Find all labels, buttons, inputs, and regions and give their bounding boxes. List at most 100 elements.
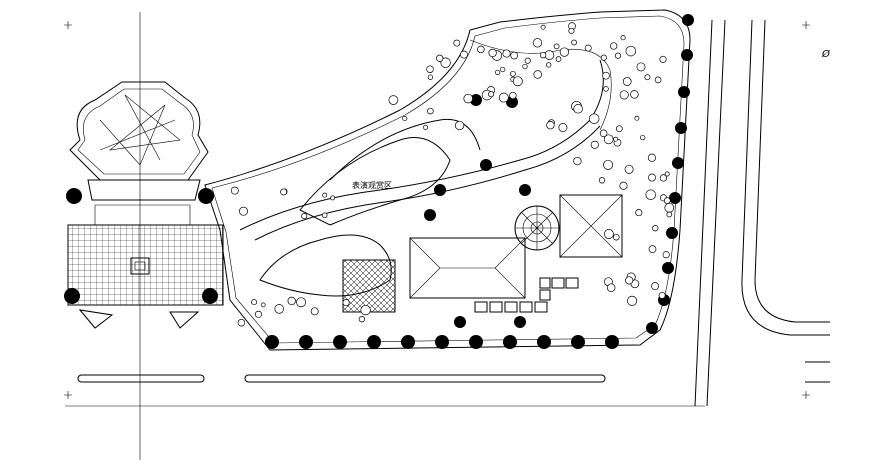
canopy-tree [498, 92, 509, 103]
tiled-house [342, 259, 396, 313]
canopy-tree [625, 45, 637, 57]
edge-tree [681, 49, 693, 61]
canopy-tree [664, 171, 670, 177]
canopy-tree [663, 197, 671, 204]
edge-tree [682, 14, 694, 26]
canopy-tree [427, 107, 434, 115]
canopy-tree [627, 295, 638, 306]
buildings [342, 194, 623, 313]
canopy-tree [402, 115, 408, 122]
canopy-tree [296, 297, 307, 308]
canopy-tree [651, 282, 660, 291]
parking-bays [77, 374, 606, 383]
accent-tree [519, 184, 531, 196]
edge-tree [662, 262, 674, 274]
canopy-tree [426, 65, 434, 73]
canopy-tree [388, 95, 399, 105]
canopy-tree [477, 45, 485, 54]
edge-tree [646, 322, 658, 334]
street-tree [469, 335, 483, 349]
canopy-tree [280, 188, 288, 196]
street-tree [299, 335, 313, 349]
canopy-tree [624, 164, 634, 174]
canopy-tree [512, 76, 523, 87]
canopy-tree [619, 90, 629, 100]
canopy-tree [603, 229, 614, 239]
canopy-tree [423, 124, 429, 130]
canopy-tree [666, 211, 673, 218]
canopy-tree [559, 47, 570, 57]
canopy-tree [488, 48, 497, 58]
canopy-tree [573, 104, 583, 114]
canopy-tree [440, 57, 451, 68]
accent-tree [454, 316, 466, 328]
canopy-tree [645, 189, 656, 200]
canopy-tree [463, 93, 473, 104]
plaza-trees [64, 188, 218, 329]
canopy-tree [590, 140, 599, 149]
canopy-tree [436, 54, 444, 62]
canopy-tree [301, 213, 308, 220]
water-feature [239, 39, 612, 297]
street-tree [333, 335, 347, 349]
canopy-tree [603, 159, 614, 170]
canopy-tree [454, 120, 465, 131]
edge-tree [666, 227, 678, 239]
tree-symbols [230, 14, 694, 349]
canopy-tree [358, 316, 366, 323]
canopy-tree [636, 62, 646, 72]
street-tree [367, 335, 381, 349]
canopy-tree [239, 206, 248, 216]
canopy-tree [634, 115, 640, 121]
canopy-tree [555, 56, 562, 62]
accent-tree [424, 209, 436, 221]
canopy-tree [510, 51, 519, 60]
canopy-tree [322, 192, 328, 198]
canopy-tree [659, 174, 668, 182]
street-tree [571, 335, 585, 349]
street-tree [401, 335, 415, 349]
canopy-tree [614, 52, 622, 59]
canopy-tree [652, 225, 659, 232]
road-edges [694, 19, 830, 407]
canopy-tree [251, 299, 258, 306]
canopy-tree [584, 44, 592, 52]
street-tree [537, 335, 551, 349]
accent-tree [514, 316, 526, 328]
canopy-tree [230, 186, 239, 195]
canopy-tree [588, 113, 600, 124]
canopy-tree [613, 136, 619, 142]
canopy-tree [568, 27, 575, 34]
accent-tree [470, 94, 482, 106]
east-pavilion [559, 194, 623, 258]
north-symbol: Ø [821, 48, 831, 60]
canopy-tree [662, 251, 670, 259]
main-hall [409, 237, 526, 299]
canopy-tree [310, 307, 319, 316]
canopy-tree [254, 310, 263, 318]
canopy-tree [573, 156, 582, 166]
canopy-tree [606, 283, 616, 292]
canopy-tree [553, 43, 560, 50]
canopy-tree [602, 71, 610, 80]
street-tree [605, 335, 619, 349]
canopy-tree [540, 24, 546, 30]
canopy-tree [647, 153, 656, 162]
canopy-tree [330, 195, 336, 201]
canopy-tree [630, 90, 639, 99]
canopy-pavilion [69, 81, 209, 226]
canopy-tree [287, 296, 296, 306]
site-boundary-inner [211, 15, 685, 344]
canopy-tree [600, 54, 607, 61]
canopy-tree [640, 134, 646, 141]
canopy-tree [635, 209, 643, 217]
canopy-tree [599, 129, 608, 138]
canopy-tree [620, 35, 626, 41]
canopy-tree [321, 212, 328, 219]
canopy-tree [427, 74, 434, 80]
canopy-tree [539, 51, 547, 59]
canopy-tree [500, 66, 506, 73]
canopy-tree [654, 76, 662, 84]
canopy-tree [502, 49, 511, 58]
